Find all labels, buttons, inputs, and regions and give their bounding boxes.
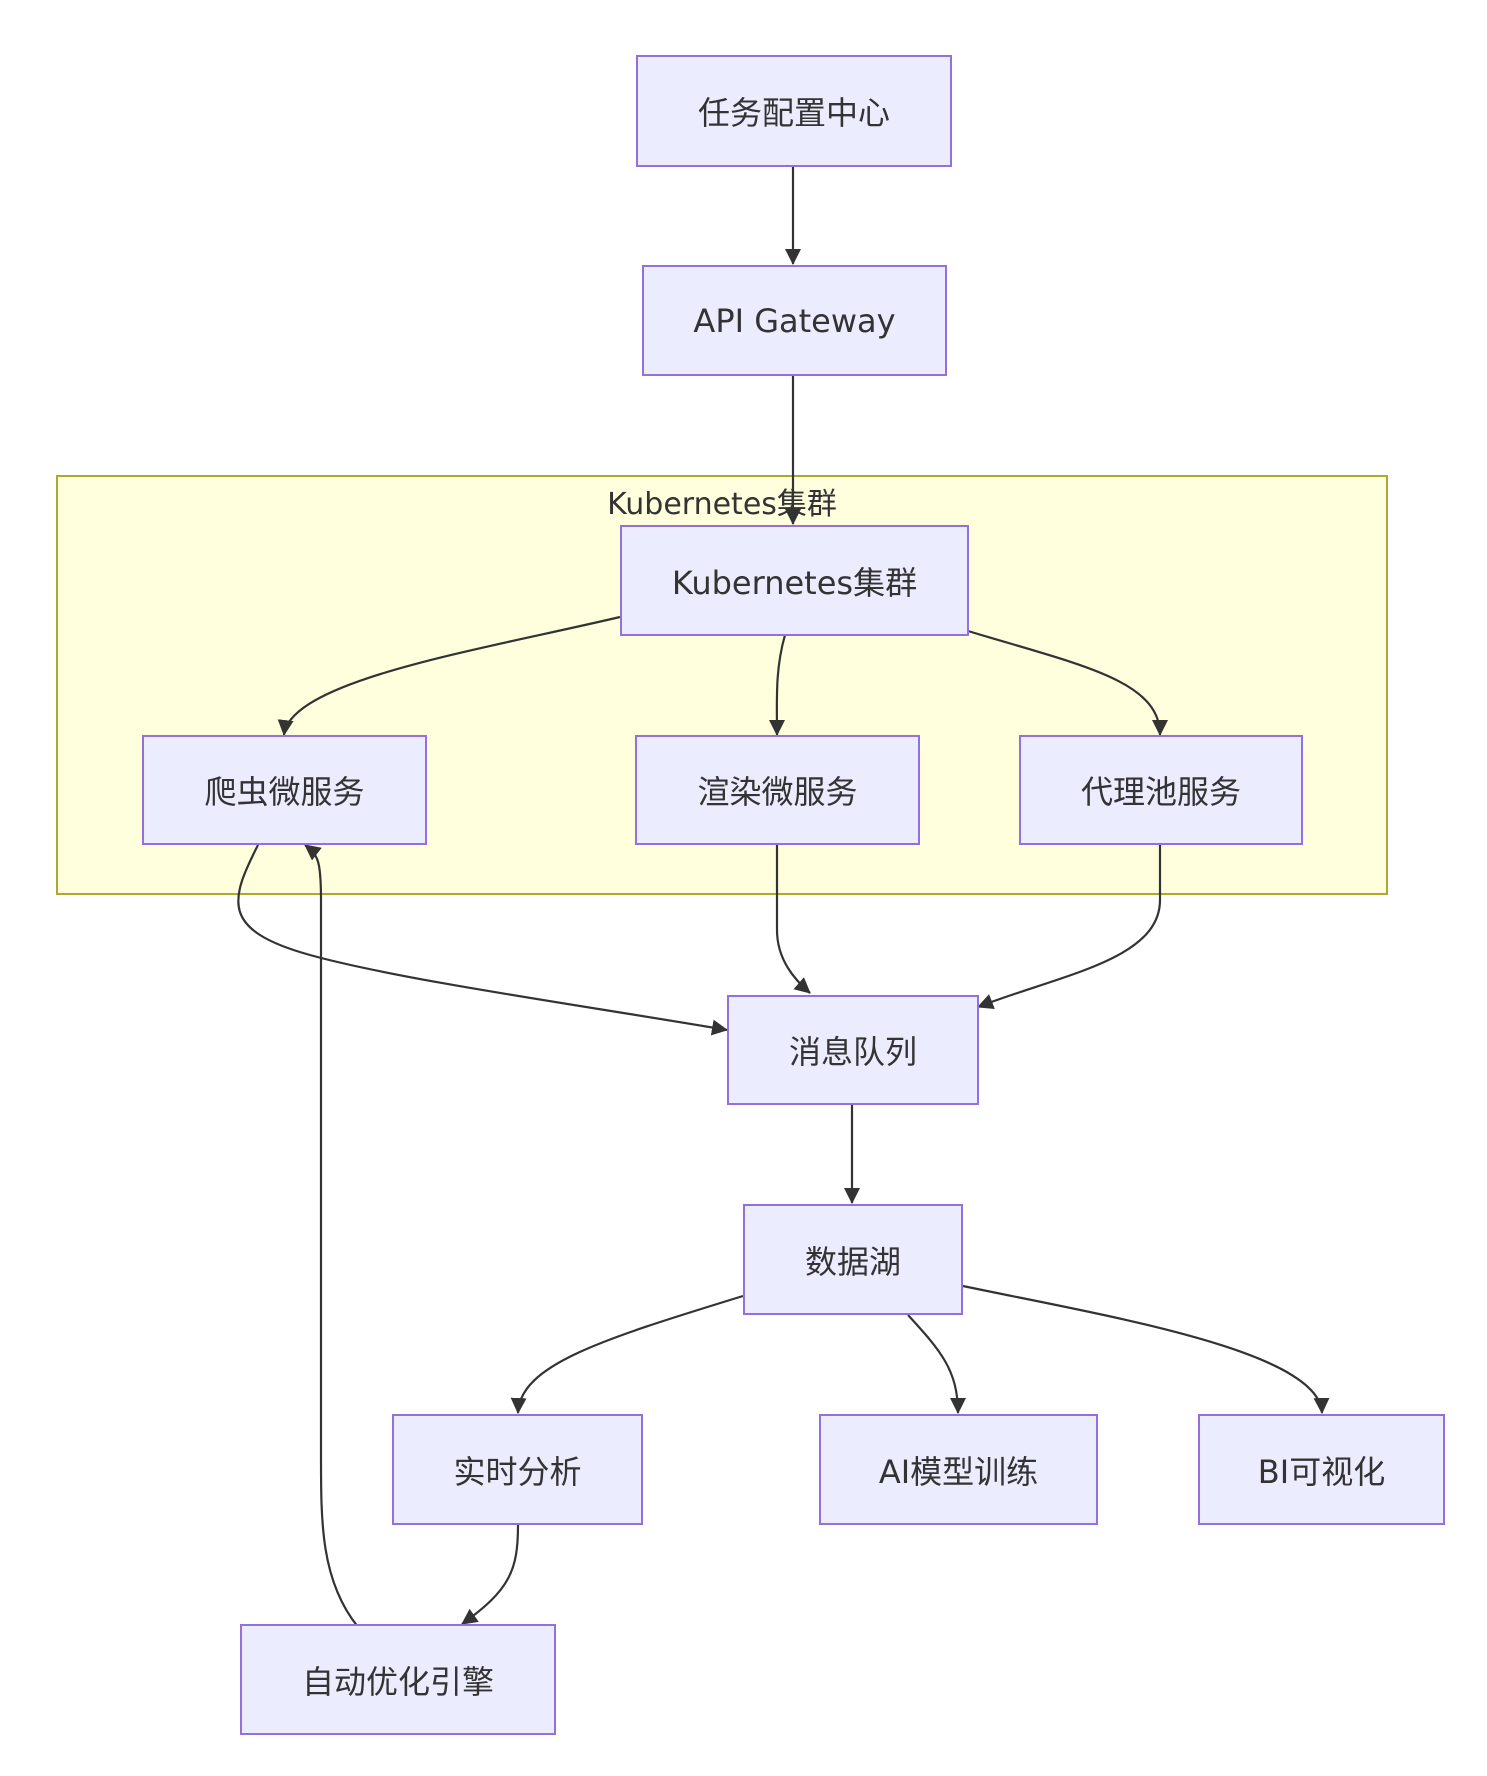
edge-render-to-mq (775, 845, 811, 994)
node-proxy-pool-service[interactable]: 代理池服务 (1019, 735, 1303, 845)
node-label: 实时分析 (453, 1452, 582, 1491)
edge-k8s-to-crawler (277, 615, 621, 736)
node-label: API Gateway (693, 301, 896, 340)
node-api-gateway[interactable]: API Gateway (642, 265, 947, 376)
edge-lake-to-bi (962, 1284, 1330, 1414)
edge-proxy-to-mq (977, 845, 1162, 1010)
node-task-config-center[interactable]: 任务配置中心 (636, 55, 952, 167)
node-kubernetes-cluster[interactable]: Kubernetes集群 (620, 525, 969, 636)
edge-lake-to-ai (907, 1314, 966, 1414)
node-label: 爬虫微服务 (204, 773, 365, 811)
node-crawler-service[interactable]: 爬虫微服务 (142, 735, 427, 845)
node-data-lake[interactable]: 数据湖 (743, 1204, 963, 1315)
node-bi-visualization[interactable]: BI可视化 (1198, 1414, 1445, 1525)
edge-k8s-to-proxy (967, 629, 1168, 736)
node-label: 代理池服务 (1080, 773, 1241, 811)
node-label: 自动优化引擎 (301, 1662, 494, 1701)
node-label: 渲染微服务 (697, 773, 858, 811)
node-realtime-analysis[interactable]: 实时分析 (392, 1414, 643, 1525)
node-auto-optimization-engine[interactable]: 自动优化引擎 (240, 1624, 556, 1735)
node-label: 数据湖 (804, 1242, 901, 1281)
edge-crawler-to-mq (237, 844, 728, 1036)
node-label: Kubernetes集群 (671, 563, 918, 602)
node-label: BI可视化 (1257, 1452, 1386, 1491)
edge-optimizer-to-crawler (304, 844, 359, 1628)
node-ai-model-training[interactable]: AI模型训练 (819, 1414, 1098, 1525)
node-message-queue[interactable]: 消息队列 (727, 995, 979, 1105)
node-label: 消息队列 (788, 1033, 917, 1071)
node-label: AI模型训练 (878, 1452, 1039, 1491)
edge-lake-to-realtime (510, 1294, 744, 1414)
edge-k8s-to-render (768, 634, 787, 736)
node-label: 任务配置中心 (697, 94, 890, 132)
edge-realtime-to-optimizer (461, 1524, 520, 1625)
node-render-service[interactable]: 渲染微服务 (635, 735, 920, 845)
